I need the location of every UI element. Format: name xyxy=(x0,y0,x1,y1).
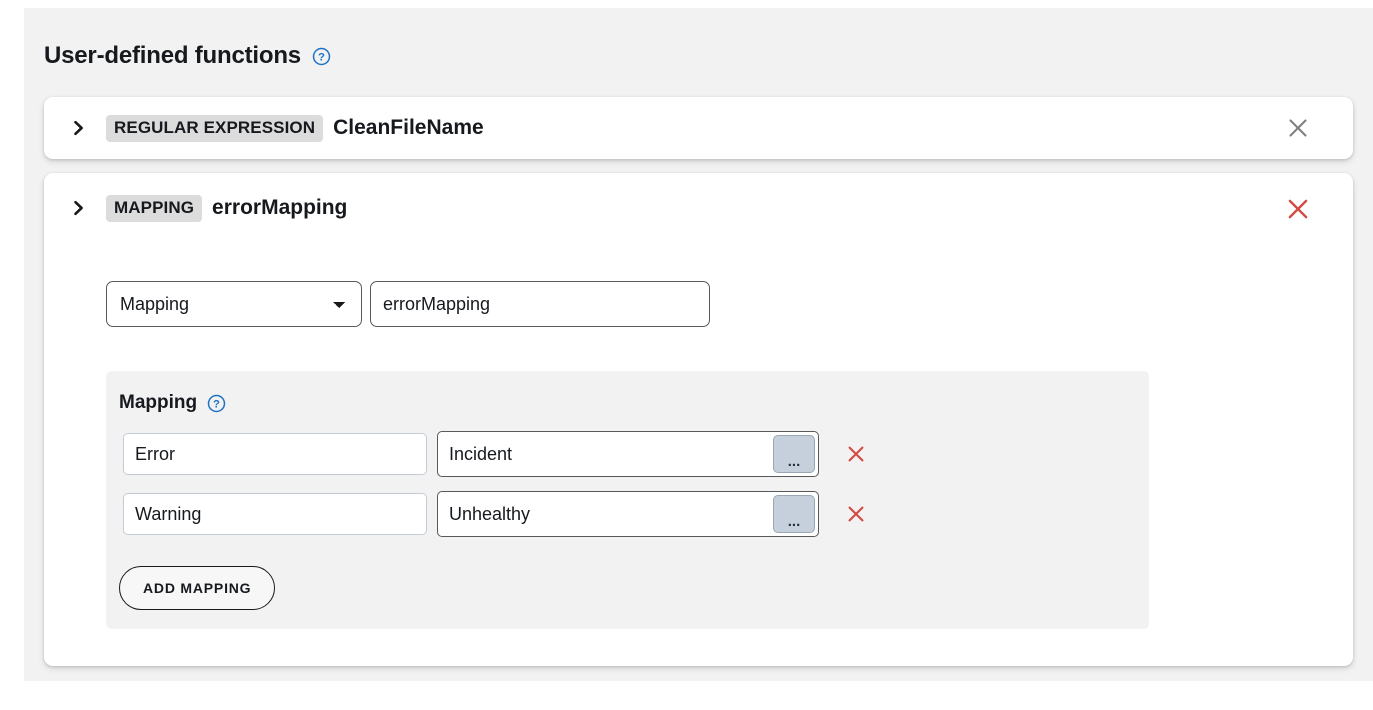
function-type-badge: REGULAR EXPRESSION xyxy=(106,114,324,142)
function-definition-row: Mapping xyxy=(106,281,710,327)
function-name-label: errorMapping xyxy=(212,196,348,219)
delete-mapping-row-button[interactable] xyxy=(841,439,871,469)
add-mapping-button[interactable]: ADD MAPPING xyxy=(119,566,276,610)
chevron-right-icon[interactable] xyxy=(72,200,86,216)
remove-function-button[interactable] xyxy=(1281,111,1315,145)
user-defined-functions-panel: User-defined functions ? REGULAR EXPRESS… xyxy=(24,8,1373,681)
function-name-label: CleanFileName xyxy=(333,116,484,139)
mapping-value-input[interactable] xyxy=(438,493,773,535)
mapping-panel: Mapping ? ... xyxy=(106,371,1149,629)
mapping-value-input[interactable] xyxy=(438,433,773,475)
remove-function-button[interactable] xyxy=(1281,192,1315,226)
mapping-row: ... xyxy=(123,429,1149,479)
svg-text:?: ? xyxy=(213,398,220,410)
page-title: User-defined functions xyxy=(44,42,301,69)
function-card-header[interactable]: MAPPING errorMapping xyxy=(44,173,1353,243)
function-type-select[interactable]: Mapping xyxy=(106,281,362,327)
function-type-badge: MAPPING xyxy=(106,194,203,222)
function-card-regular-expression[interactable]: REGULAR EXPRESSION CleanFileName xyxy=(44,97,1353,159)
function-name-input[interactable] xyxy=(370,281,710,327)
mapping-key-input[interactable] xyxy=(123,433,427,475)
chevron-right-icon[interactable] xyxy=(72,120,86,136)
mapping-value-field: ... xyxy=(437,491,819,537)
mapping-row: ... xyxy=(123,489,1149,539)
section-header: User-defined functions ? xyxy=(44,42,331,70)
browse-ellipsis-button[interactable]: ... xyxy=(773,435,815,473)
delete-mapping-row-button[interactable] xyxy=(841,499,871,529)
mapping-value-field: ... xyxy=(437,431,819,477)
mapping-panel-title: Mapping xyxy=(119,392,198,413)
mapping-key-input[interactable] xyxy=(123,493,427,535)
function-card-mapping[interactable]: MAPPING errorMapping Mapping Mapping ? xyxy=(44,173,1353,666)
browse-ellipsis-button[interactable]: ... xyxy=(773,495,815,533)
mapping-panel-header: Mapping ? xyxy=(119,392,226,414)
svg-text:?: ? xyxy=(318,51,325,63)
function-card-header[interactable]: REGULAR EXPRESSION CleanFileName xyxy=(44,97,1353,159)
help-circle-icon[interactable]: ? xyxy=(312,47,331,66)
help-circle-icon[interactable]: ? xyxy=(207,394,226,413)
mapping-rows: ... ... xyxy=(123,429,1149,549)
